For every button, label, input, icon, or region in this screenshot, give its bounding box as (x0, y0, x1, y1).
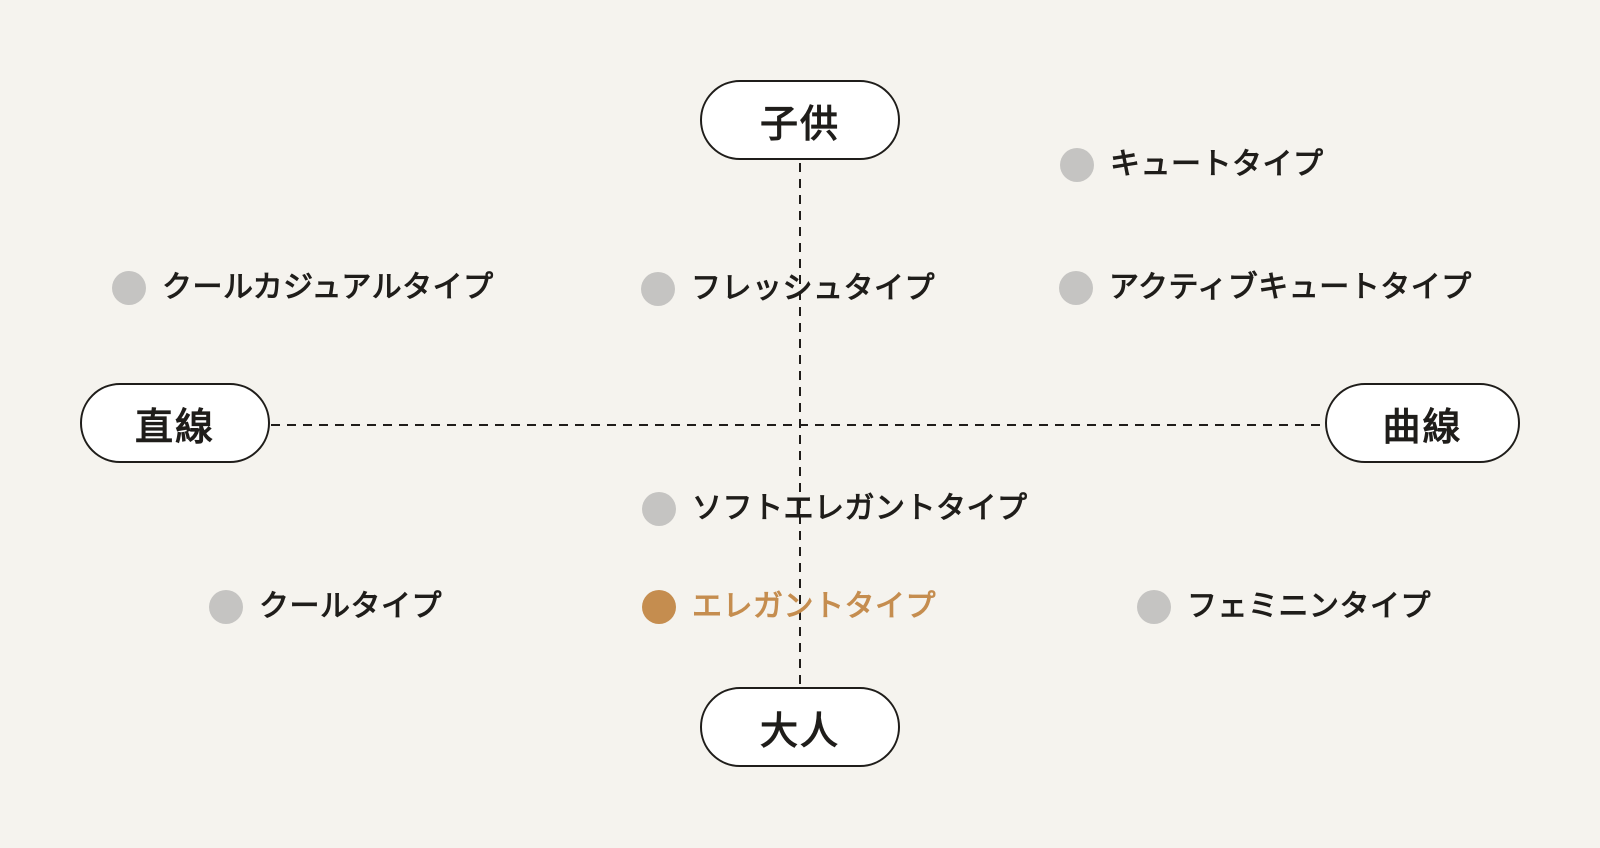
type-label: アクティブキュートタイプ (1109, 271, 1472, 304)
type-item-active-cute: アクティブキュートタイプ (1059, 271, 1472, 305)
type-dot-icon (112, 271, 146, 305)
type-label: エレガントタイプ (692, 590, 936, 623)
type-label: フレッシュタイプ (691, 272, 935, 305)
type-label: クールタイプ (259, 590, 442, 623)
type-label: キュートタイプ (1110, 148, 1324, 181)
type-item-cool-casual: クールカジュアルタイプ (112, 271, 494, 305)
axis-label-right: 曲線 (1325, 383, 1520, 463)
type-item-cute: キュートタイプ (1060, 148, 1324, 182)
type-item-fresh: フレッシュタイプ (641, 272, 935, 306)
type-item-feminine: フェミニンタイプ (1137, 590, 1431, 624)
type-item-elegant-highlighted: エレガントタイプ (642, 590, 936, 624)
type-dot-icon (642, 590, 676, 624)
type-dot-icon (1059, 271, 1093, 305)
type-dot-icon (1060, 148, 1094, 182)
type-item-cool: クールタイプ (209, 590, 442, 624)
type-item-soft-elegant: ソフトエレガントタイプ (642, 492, 1028, 526)
axis-label-right-text: 曲線 (1382, 406, 1463, 449)
type-dot-icon (209, 590, 243, 624)
type-dot-icon (1137, 590, 1171, 624)
type-dot-icon (641, 272, 675, 306)
axis-label-left-text: 直線 (134, 406, 215, 449)
type-dot-icon (642, 492, 676, 526)
type-label: クールカジュアルタイプ (162, 271, 494, 304)
horizontal-axis-dashed-line (271, 424, 1325, 426)
axis-label-bottom: 大人 (700, 687, 900, 767)
type-label: フェミニンタイプ (1187, 590, 1431, 623)
axis-label-top-text: 子供 (759, 103, 840, 146)
axis-label-top: 子供 (700, 80, 900, 160)
axis-label-bottom-text: 大人 (759, 710, 840, 753)
axis-label-left: 直線 (80, 383, 270, 463)
type-label: ソフトエレガントタイプ (692, 492, 1028, 525)
